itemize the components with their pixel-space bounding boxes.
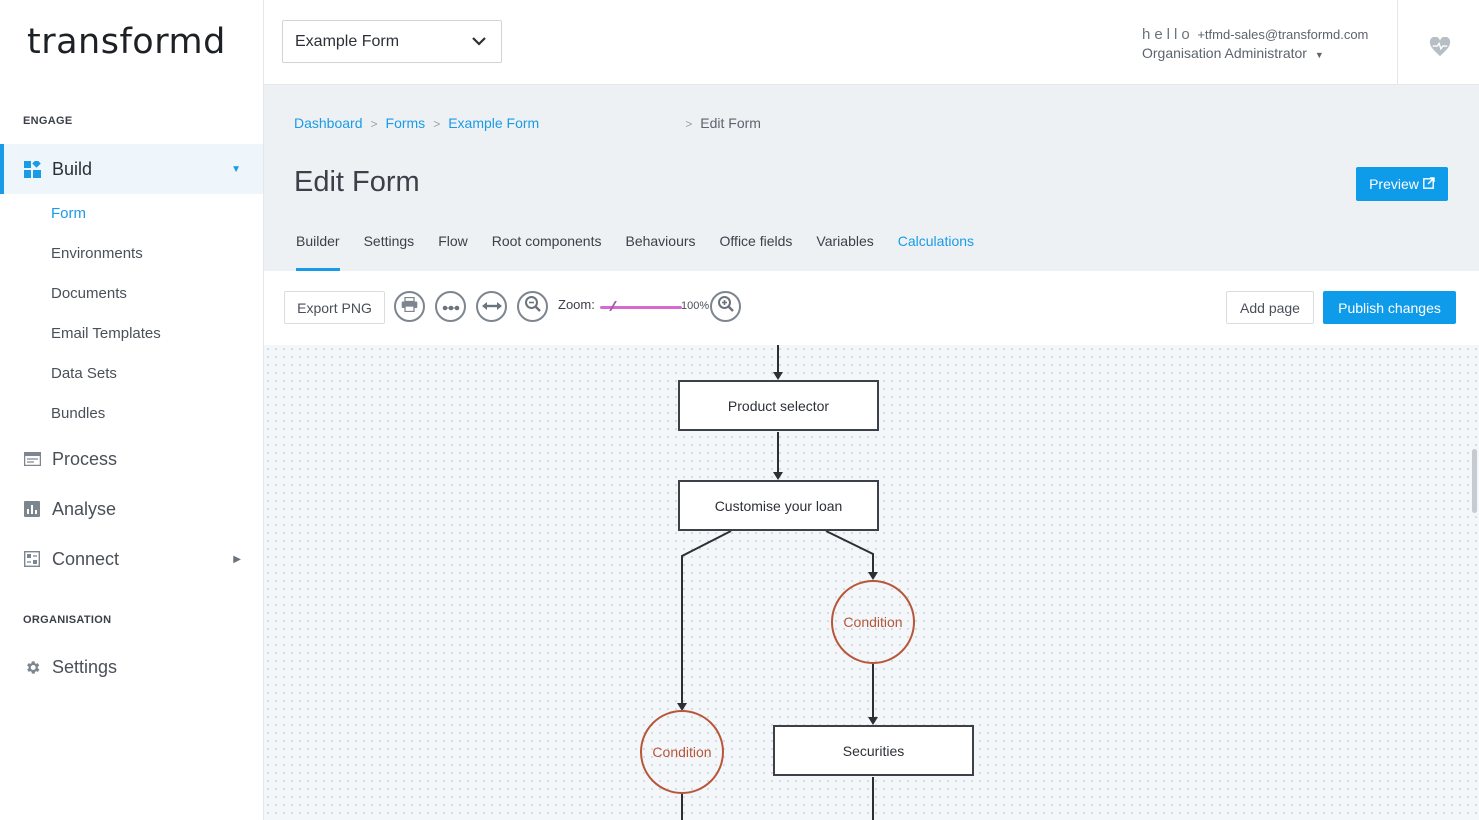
printer-icon: [401, 296, 418, 317]
breadcrumb-example-form[interactable]: Example Form: [448, 115, 540, 131]
heartbeat-icon[interactable]: [1429, 36, 1451, 62]
sidebar-subitem-form[interactable]: Form: [51, 205, 86, 222]
breadcrumb-dashboard[interactable]: Dashboard: [294, 115, 363, 131]
user-role-label: Organisation Administrator: [1142, 45, 1307, 61]
fit-vertical-button[interactable]: [435, 291, 466, 322]
arrows-horizontal-icon: [481, 298, 502, 316]
flow-toolbar: Export PNG Zoom: 100% Add page Publish c…: [264, 271, 1479, 345]
gear-icon: [23, 658, 41, 676]
sidebar-subitem-documents[interactable]: Documents: [51, 285, 127, 302]
tab-root-components[interactable]: Root components: [491, 233, 602, 249]
grid-icon: [23, 160, 41, 178]
tab-calculations[interactable]: Calculations: [897, 233, 975, 249]
sidebar-item-label: Process: [52, 448, 118, 469]
zoom-in-icon: [717, 295, 735, 318]
preview-button-label: Preview: [1369, 176, 1419, 192]
section-label-organisation: ORGANISATION: [23, 614, 112, 626]
user-role[interactable]: Organisation Administrator ▼: [1142, 45, 1368, 61]
tab-behaviours[interactable]: Behaviours: [625, 233, 696, 249]
sidebar: transformd ENGAGE Build ▼ Form Environme…: [0, 0, 264, 820]
connect-icon: [23, 550, 41, 568]
print-button[interactable]: [394, 291, 425, 322]
export-png-button[interactable]: Export PNG: [284, 291, 385, 324]
sidebar-subitem-email-templates[interactable]: Email Templates: [51, 325, 161, 342]
breadcrumb-separator: >: [433, 117, 441, 131]
external-link-icon: [1422, 176, 1435, 192]
caret-right-icon: ▶: [233, 553, 241, 565]
caret-down-icon: ▼: [231, 163, 241, 175]
preview-button[interactable]: Preview: [1356, 167, 1448, 201]
tab-flow[interactable]: Flow: [438, 233, 468, 249]
flow-node-product-selector[interactable]: Product selector: [678, 380, 879, 431]
sidebar-subitem-environments[interactable]: Environments: [51, 245, 143, 262]
chevron-down-icon: [471, 33, 487, 54]
sidebar-item-settings[interactable]: Settings: [0, 642, 263, 692]
sidebar-subitem-bundles[interactable]: Bundles: [51, 405, 106, 422]
sidebar-item-process[interactable]: Process: [0, 434, 263, 484]
breadcrumb-forms[interactable]: Forms: [385, 115, 426, 131]
zoom-slider[interactable]: [600, 301, 682, 311]
breadcrumb: Dashboard > Forms > Example Form > Edit …: [294, 115, 761, 133]
tab-builder[interactable]: Builder: [296, 233, 340, 271]
zoom-slider-handle[interactable]: [609, 301, 621, 311]
canvas-scrollbar[interactable]: [1472, 449, 1477, 513]
publish-changes-button[interactable]: Publish changes: [1323, 291, 1456, 324]
zoom-out-button[interactable]: [517, 291, 548, 322]
page-title: Edit Form: [294, 166, 420, 198]
zoom-in-button[interactable]: [710, 291, 741, 322]
dots-icon: [442, 298, 460, 316]
user-menu[interactable]: hello +tfmd-sales@transformd.com Organis…: [1142, 26, 1368, 61]
user-greeting: hello: [1142, 26, 1194, 43]
zoom-label: Zoom:: [558, 297, 595, 312]
zoom-out-icon: [524, 295, 542, 318]
user-email: +tfmd-sales@transformd.com: [1197, 27, 1369, 42]
form-select-value: Example Form: [295, 32, 400, 50]
add-page-button[interactable]: Add page: [1226, 291, 1314, 324]
sidebar-subitem-data-sets[interactable]: Data Sets: [51, 365, 117, 382]
section-label-engage: ENGAGE: [23, 115, 73, 127]
bar-chart-icon: [23, 500, 41, 518]
flow-edges: [677, 345, 878, 820]
sidebar-item-connect[interactable]: Connect ▶: [0, 534, 263, 584]
tab-settings[interactable]: Settings: [363, 233, 415, 249]
sidebar-item-label: Settings: [52, 656, 118, 677]
breadcrumb-current: Edit Form: [700, 115, 761, 131]
tab-office-fields[interactable]: Office fields: [719, 233, 793, 249]
tab-variables[interactable]: Variables: [816, 233, 874, 249]
sidebar-item-label: Build: [52, 158, 93, 179]
breadcrumb-separator: >: [685, 117, 693, 131]
flow-node-customise-your-loan[interactable]: Customise your loan: [678, 480, 879, 531]
divider: [1397, 0, 1398, 84]
flow-node-securities[interactable]: Securities: [773, 725, 974, 776]
sidebar-item-analyse[interactable]: Analyse: [0, 484, 263, 534]
sidebar-item-label: Connect: [52, 548, 120, 569]
flow-node-condition[interactable]: Condition: [640, 710, 724, 794]
sidebar-item-build[interactable]: Build ▼: [0, 144, 263, 194]
form-select-dropdown[interactable]: Example Form: [282, 20, 502, 63]
flow-canvas[interactable]: Product selector Customise your loan Con…: [264, 345, 1479, 820]
tab-bar: Builder Settings Flow Root components Be…: [296, 233, 998, 271]
page-header: Dashboard > Forms > Example Form > Edit …: [264, 85, 1479, 271]
zoom-value: 100%: [681, 300, 710, 312]
flow-node-condition[interactable]: Condition: [831, 580, 915, 664]
fit-width-button[interactable]: [476, 291, 507, 322]
app-logo[interactable]: transformd: [27, 22, 226, 62]
caret-down-icon: ▼: [1314, 50, 1324, 60]
top-bar: Example Form hello +tfmd-sales@transform…: [264, 0, 1479, 85]
window-icon: [23, 450, 41, 468]
breadcrumb-separator: >: [370, 117, 378, 131]
sidebar-item-label: Analyse: [52, 498, 117, 519]
